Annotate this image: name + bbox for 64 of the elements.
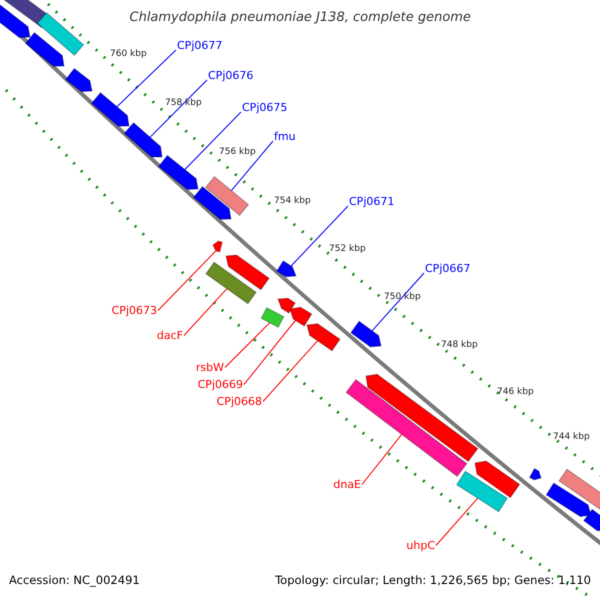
- leader-line: [116, 50, 176, 108]
- scale-label: 750 kbp: [384, 293, 421, 302]
- gene-label: CPj0675: [242, 102, 288, 113]
- scale-label: 760 kbp: [110, 50, 147, 59]
- leader-line: [150, 80, 208, 138]
- footer-text: Accession: NC_002491: [9, 575, 140, 586]
- scale-label: 756 kbp: [219, 148, 256, 157]
- scale-label: 748 kbp: [441, 341, 478, 350]
- gene-label: CPj0676: [208, 70, 254, 81]
- gene-label: CPj0677: [177, 40, 222, 51]
- gene-block: [546, 482, 592, 518]
- gene-block: [350, 320, 382, 348]
- gene-block: [0, 2, 31, 38]
- leader-line: [158, 250, 216, 311]
- gene-block: [276, 260, 297, 278]
- gene-label: uhpC: [406, 540, 435, 551]
- scale-label: 754 kbp: [274, 197, 311, 206]
- gene-bar: [204, 176, 250, 216]
- gene-block: [528, 468, 542, 480]
- leader-line: [372, 272, 424, 332]
- gene-block: [583, 508, 600, 532]
- footer-text: Topology: circular; Length: 1,226,565 bp; Genes: 1,110: [275, 575, 591, 586]
- scale-label: 758 kbp: [165, 99, 202, 108]
- scale-label: 752 kbp: [329, 245, 366, 254]
- gene-block: [306, 323, 341, 352]
- gene-label: fmu: [274, 131, 296, 142]
- leader-line: [436, 498, 478, 546]
- scale-label: 744 kbp: [553, 433, 590, 442]
- gene-label: CPj0668: [216, 396, 262, 407]
- title: Chlamydophila pneumoniae J138, complete genome: [130, 11, 471, 24]
- gene-bar: [36, 12, 84, 56]
- scale-label: 746 kbp: [497, 388, 534, 397]
- leader-line: [362, 434, 402, 485]
- gene-block: [90, 92, 130, 127]
- gene-bar: [205, 262, 257, 304]
- gene-block: [225, 254, 270, 290]
- gene-bar: [456, 470, 508, 512]
- gene-bar: [558, 468, 600, 512]
- gene-label: CPj0671: [349, 196, 394, 207]
- leader-line: [184, 288, 228, 336]
- gene-block: [289, 306, 312, 327]
- gene-label: rsbW: [196, 362, 224, 373]
- gene-block: [365, 374, 478, 462]
- gene-label: dacF: [156, 330, 183, 341]
- leader-line: [184, 112, 242, 170]
- gene-block: [192, 186, 232, 220]
- gene-label: CPj0669: [198, 379, 243, 390]
- gene-label: dnaE: [333, 479, 361, 490]
- leader-line: [290, 206, 348, 266]
- gene-block: [212, 240, 223, 252]
- leader-line: [244, 320, 296, 385]
- gene-block: [158, 154, 199, 190]
- leader-line: [224, 322, 270, 368]
- gene-block: [277, 298, 296, 314]
- gene-label: CPj0673: [112, 305, 157, 316]
- gene-label: CPj0667: [425, 263, 470, 274]
- gene-block: [124, 122, 163, 158]
- gene-bar: [260, 307, 284, 328]
- leader-line: [262, 340, 318, 402]
- leader-line: [230, 140, 274, 192]
- gene-block: [474, 460, 520, 498]
- gene-bar: [346, 378, 468, 478]
- gene-block: [24, 32, 65, 67]
- gene-block: [65, 68, 93, 92]
